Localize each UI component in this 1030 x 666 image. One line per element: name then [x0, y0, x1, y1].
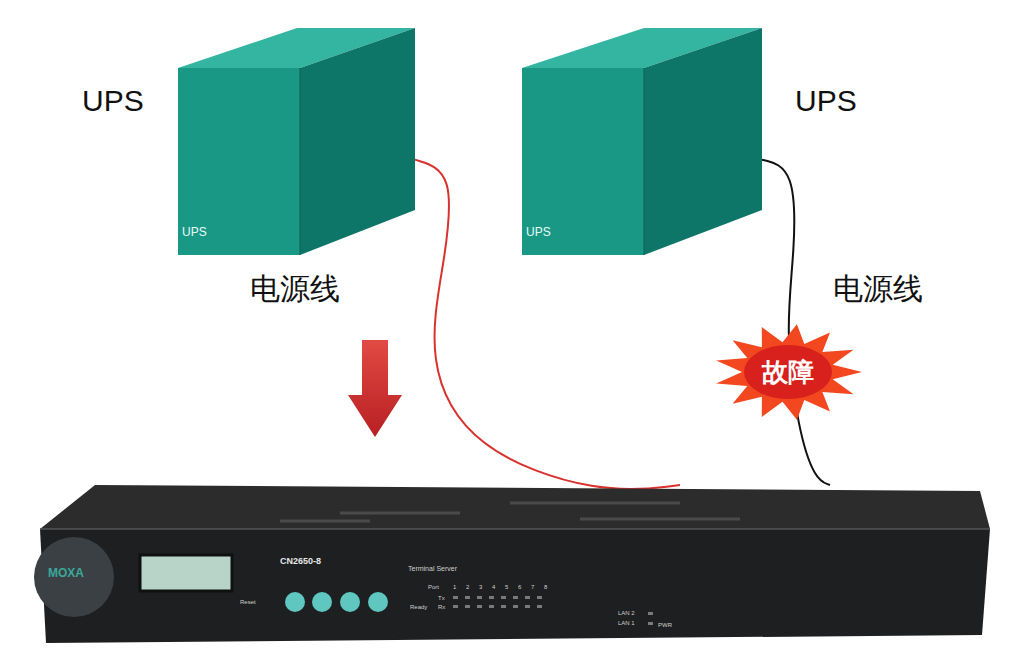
led [537, 605, 542, 608]
led [465, 596, 470, 599]
device-body [40, 485, 990, 645]
led [525, 596, 530, 599]
fault-burst: 故障 [713, 322, 863, 422]
led [453, 596, 458, 599]
cable-label: 电源线 [250, 272, 340, 305]
led [453, 605, 458, 608]
ups-title: UPS [795, 84, 857, 117]
logo-badge [34, 537, 114, 617]
led [525, 605, 530, 608]
ups-edge [644, 68, 645, 255]
cable-label: 电源线 [833, 272, 923, 305]
panel-label: Rx [438, 604, 445, 611]
panel-button [340, 592, 360, 612]
panel-label: MOXA [48, 567, 84, 580]
led [513, 605, 518, 608]
vent-slot [280, 520, 370, 523]
down-arrow [348, 340, 402, 437]
panel-button [285, 592, 305, 612]
panel-label: 1 2 3 4 5 6 7 8 [453, 584, 547, 591]
panel-label: LAN 1 [618, 620, 635, 627]
fault-label: 故障 [713, 322, 863, 422]
led [465, 605, 470, 608]
ups-title: UPS [82, 84, 144, 117]
panel-label: Tx [438, 595, 445, 602]
ups-cuboid [522, 28, 762, 255]
led [513, 596, 518, 599]
ups-cuboid [178, 28, 415, 255]
lcd-screen [140, 555, 232, 591]
panel-button [312, 592, 332, 612]
panel-label: Terminal Server [408, 565, 457, 573]
terminal-server: MOXA CN2650-8Terminal ServerReset Port 1 2 … [40, 485, 990, 645]
vent-slot [580, 518, 740, 521]
led [537, 596, 542, 599]
led [489, 605, 494, 608]
ups-badge: UPS [182, 226, 207, 239]
panel-label: CN2650-8 [280, 557, 321, 567]
ups-side-face [300, 28, 415, 255]
led [489, 596, 494, 599]
panel-button [368, 592, 388, 612]
led [501, 605, 506, 608]
led [648, 622, 653, 625]
led [477, 596, 482, 599]
led [501, 596, 506, 599]
device-top [40, 485, 990, 529]
device-edge [40, 528, 990, 530]
power-cable [762, 160, 830, 485]
ups-side-face [644, 28, 762, 255]
panel-label: Reset [240, 599, 256, 606]
led [477, 605, 482, 608]
vent-slot [340, 512, 460, 515]
panel-label: PWR [658, 622, 672, 629]
panel-label: Ready [410, 604, 427, 611]
vent-slot [510, 502, 680, 505]
led [648, 612, 653, 615]
ups-badge: UPS [526, 226, 551, 239]
ups-front-face [178, 68, 300, 255]
ups-box: UPSUPS [522, 28, 762, 255]
ups-front-face [522, 68, 644, 255]
panel-label: Port [428, 584, 439, 591]
ups-edge [300, 68, 301, 255]
device-front [40, 529, 990, 643]
panel-label: LAN 2 [618, 610, 635, 617]
ups-box: UPSUPS [178, 28, 415, 255]
